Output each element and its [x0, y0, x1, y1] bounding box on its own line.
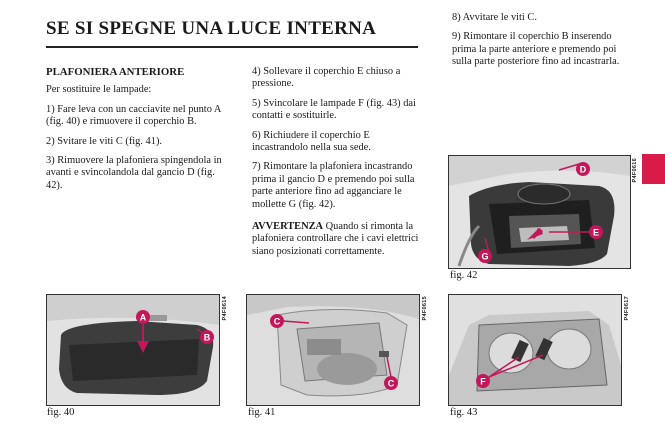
- step-5: 5) Svincolare le lampade F (fig. 43) dai…: [252, 97, 416, 122]
- figure-41-image: C C: [246, 294, 420, 406]
- figure-42-code: P4F0616: [632, 158, 638, 183]
- step-3: 3) Rimuovere la plafoniera spingendola i…: [46, 155, 222, 191]
- label-C-right: C: [388, 379, 395, 389]
- warning-note: AVVERTENZA Quando si rimonta la plafonie…: [252, 221, 424, 258]
- label-D: D: [580, 165, 587, 175]
- title-rule: [46, 46, 418, 48]
- figure-43-image: F: [448, 294, 622, 406]
- label-E: E: [593, 228, 599, 238]
- text-column-1: PLAFONIERA ANTERIORE Per sostituire le l…: [46, 66, 226, 199]
- text-column-2: 4) Sollevare il coperchio E chiuso a pre…: [252, 66, 424, 265]
- figure-41-code: P4F0615: [422, 296, 428, 321]
- step-1: 1) Fare leva con un cacciavite nel punto…: [46, 103, 221, 128]
- figure-40-caption: fig. 40: [47, 407, 75, 418]
- label-G: G: [481, 252, 488, 262]
- section-tab-marker: [642, 154, 665, 184]
- label-B: B: [204, 333, 211, 343]
- warning-text: Quando si rimonta la plafoniera controll…: [252, 221, 419, 257]
- warning-label: AVVERTENZA: [252, 221, 324, 233]
- step-8: 8) Avvitare le viti C.: [452, 12, 537, 23]
- figure-42-image: D E G: [448, 155, 631, 269]
- step-4: 4) Sollevare il coperchio E chiuso a pre…: [252, 66, 401, 90]
- figure-40-code: P4F0614: [222, 296, 228, 321]
- figure-43-code: P4F0617: [624, 296, 630, 321]
- step-2: 2) Svitare le viti C (fig. 41).: [46, 135, 163, 147]
- label-C-left: C: [274, 317, 281, 327]
- label-A: A: [140, 313, 147, 323]
- step-9: 9) Rimontare il coperchio B inserendo pr…: [452, 31, 620, 68]
- page-title: SE SI SPEGNE UNA LUCE INTERNA: [46, 18, 377, 39]
- figure-43-caption: fig. 43: [450, 407, 478, 418]
- intro-text: Per sostituire le lampade:: [46, 84, 152, 96]
- step-6: 6) Richiudere il coperchio E incastrando…: [252, 129, 371, 154]
- section-heading: PLAFONIERA ANTERIORE: [46, 66, 185, 78]
- step-7: 7) Rimontare la plafoniera incastrando p…: [252, 161, 415, 210]
- figure-41-caption: fig. 41: [248, 407, 276, 418]
- figure-42-caption: fig. 42: [450, 270, 478, 281]
- text-column-3: 8) Avvitare le viti C. 9) Rimontare il c…: [452, 12, 630, 76]
- label-F: F: [480, 377, 486, 387]
- figure-40-image: A B: [46, 294, 220, 406]
